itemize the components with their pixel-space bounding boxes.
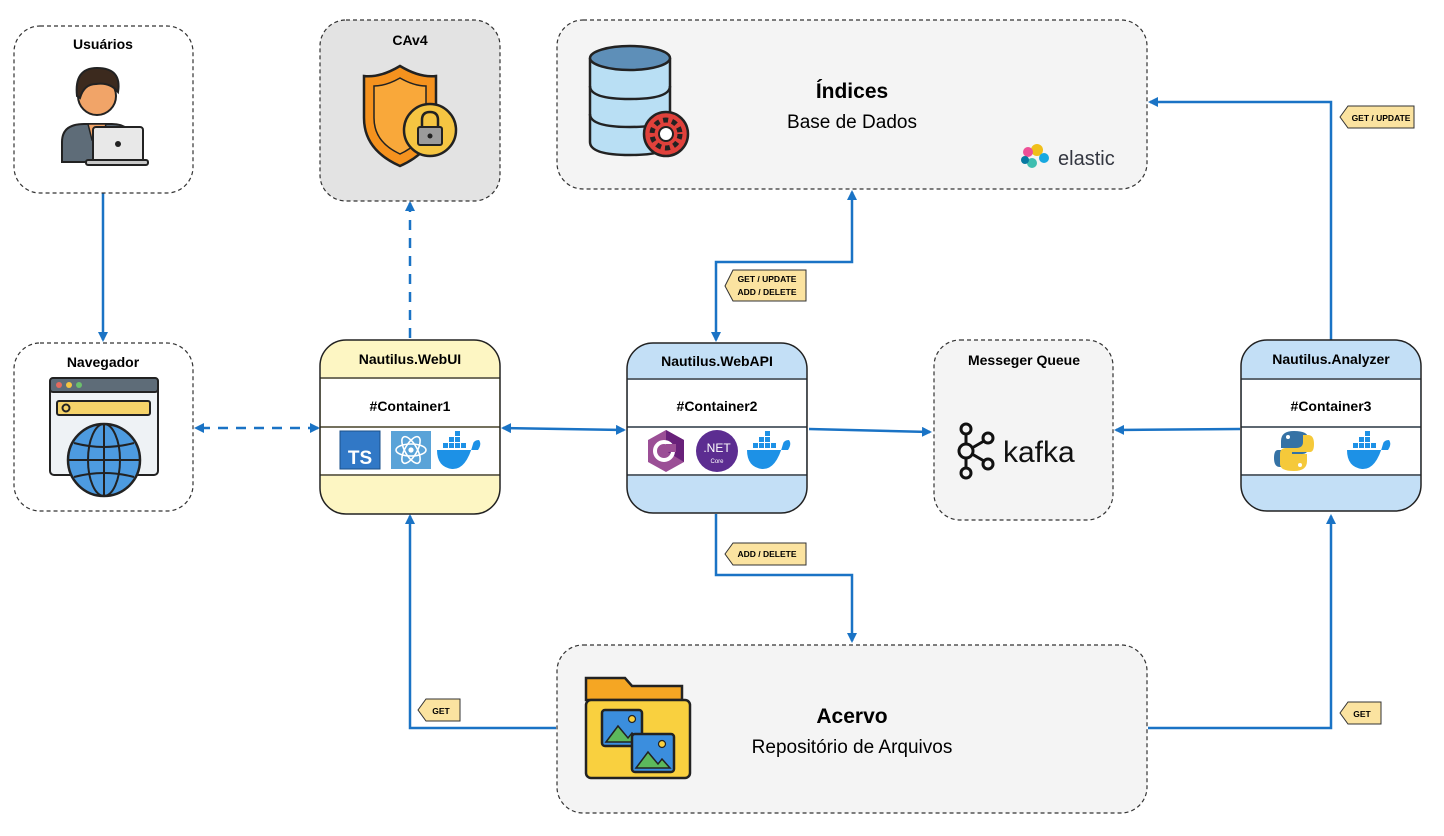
tag-acervo-analyzer: GET xyxy=(1339,701,1382,725)
svg-text:Core: Core xyxy=(710,459,724,465)
edge-acervo-webui xyxy=(405,514,556,730)
docker-icon xyxy=(1347,431,1391,470)
svg-text:ADD / DELETE: ADD / DELETE xyxy=(737,549,796,559)
database-gear-icon xyxy=(588,44,690,158)
edge-webui-webapi xyxy=(501,423,626,435)
svg-text:TS: TS xyxy=(348,448,372,469)
acervo-title: Acervo xyxy=(816,705,887,728)
node-indices: Índices Base de Dados elastic xyxy=(556,19,1148,190)
webapi-container: #Container2 xyxy=(677,398,758,414)
svg-text:GET / UPDATE: GET / UPDATE xyxy=(1352,113,1411,123)
shield-lock-icon xyxy=(362,64,458,168)
queue-title: Messeger Queue xyxy=(968,352,1080,368)
browser-globe-icon xyxy=(49,377,159,498)
node-navegador: Navegador xyxy=(13,342,194,512)
svg-text:GET / UPDATE: GET / UPDATE xyxy=(738,274,797,284)
kafka-logo-text: kafka xyxy=(1003,436,1075,469)
edge-webapi-queue xyxy=(808,426,932,437)
csharp-icon xyxy=(648,430,684,472)
docker-icon xyxy=(437,431,481,470)
dotnet-core-icon: .NET Core xyxy=(696,430,738,472)
tag-acervo-webui: GET xyxy=(417,698,461,722)
navegador-title: Navegador xyxy=(67,354,140,370)
analyzer-title: Nautilus.Analyzer xyxy=(1272,351,1390,367)
tag-webapi-indices: GET / UPDATE ADD / DELETE xyxy=(724,269,807,302)
node-analyzer: Nautilus.Analyzer #Container3 xyxy=(1240,339,1422,512)
webui-container: #Container1 xyxy=(370,398,451,414)
indices-subtitle: Base de Dados xyxy=(787,112,917,133)
svg-text:.NET: .NET xyxy=(703,441,731,455)
node-webapi: Nautilus.WebAPI #Container2 .NET Core xyxy=(626,342,808,514)
docker-icon xyxy=(747,431,791,470)
edge-analyzer-indices xyxy=(1148,97,1333,340)
node-usuarios: Usuários xyxy=(13,25,194,194)
analyzer-container: #Container3 xyxy=(1291,398,1372,414)
edge-webapi-indices xyxy=(711,190,857,342)
edge-webapi-acervo xyxy=(714,514,857,643)
indices-title: Índices xyxy=(816,80,888,103)
python-icon xyxy=(1274,431,1314,471)
elastic-logo-text: elastic xyxy=(1058,148,1115,170)
acervo-subtitle: Repositório de Arquivos xyxy=(752,737,953,758)
kafka-icon xyxy=(957,422,995,480)
svg-text:GET: GET xyxy=(1353,709,1371,719)
image-folder-icon xyxy=(584,676,692,780)
webui-title: Nautilus.WebUI xyxy=(359,351,461,367)
elastic-logo-icon xyxy=(1021,144,1049,168)
cav4-title: CAv4 xyxy=(392,32,427,48)
edge-acervo-analyzer xyxy=(1148,514,1336,730)
edge-analyzer-queue xyxy=(1114,424,1241,435)
connectors xyxy=(98,97,1336,730)
node-webui: Nautilus.WebUI #Container1 TS xyxy=(319,339,501,515)
webapi-title: Nautilus.WebAPI xyxy=(661,353,773,369)
node-queue: Messeger Queue kafka xyxy=(933,339,1114,521)
node-cav4: CAv4 xyxy=(319,19,501,202)
tag-analyzer-indices: GET / UPDATE xyxy=(1339,105,1415,129)
react-icon xyxy=(391,431,431,469)
user-laptop-icon xyxy=(61,66,149,166)
typescript-icon: TS xyxy=(339,430,381,470)
svg-text:GET: GET xyxy=(432,706,450,716)
usuarios-title: Usuários xyxy=(73,36,133,52)
tag-webapi-acervo: ADD / DELETE xyxy=(724,542,807,566)
svg-text:ADD / DELETE: ADD / DELETE xyxy=(737,287,796,297)
node-acervo: Acervo Repositório de Arquivos xyxy=(556,644,1148,814)
